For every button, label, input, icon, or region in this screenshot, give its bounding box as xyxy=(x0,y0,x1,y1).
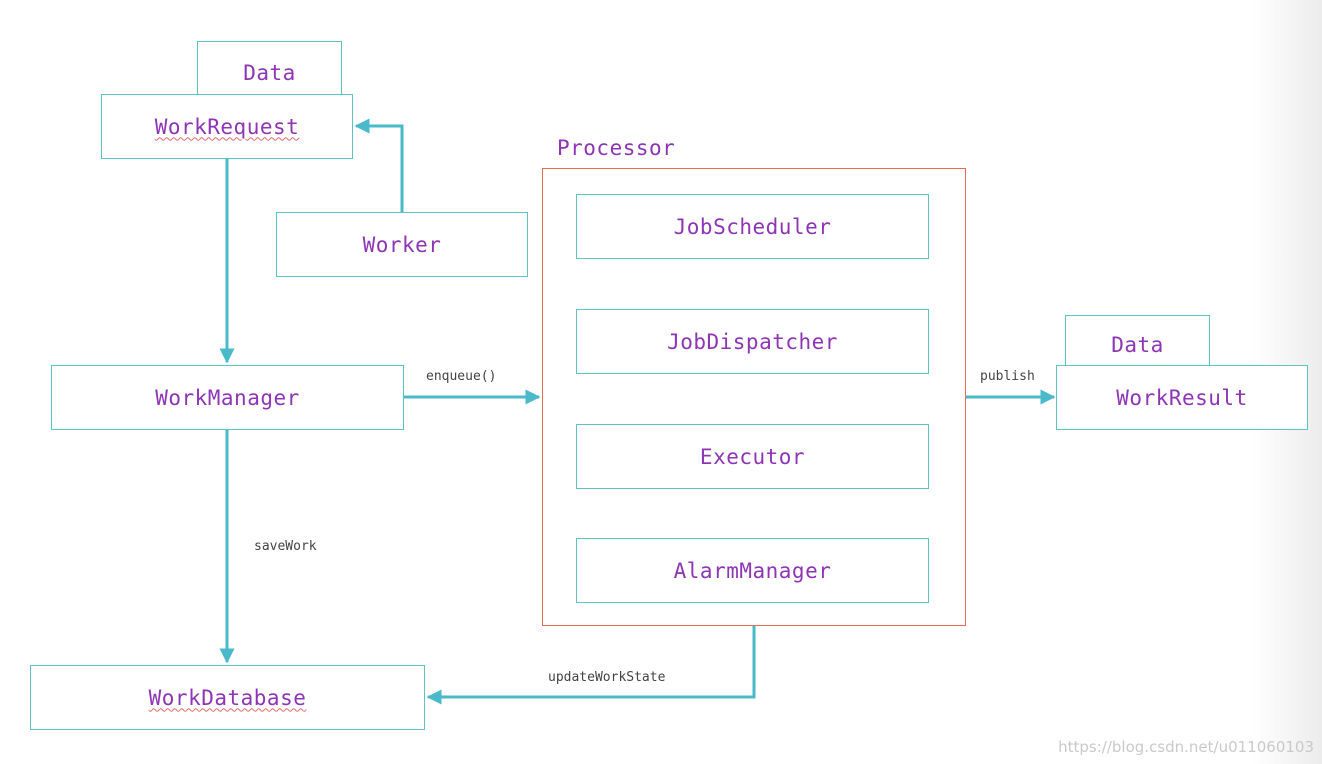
save-work-edge-label: saveWork xyxy=(254,539,317,554)
jobdispatcher-node: JobDispatcher xyxy=(576,309,929,374)
alarmmanager-node: AlarmManager xyxy=(576,538,929,603)
jobscheduler-node: JobScheduler xyxy=(576,194,929,259)
workrequest-data-label: Data xyxy=(243,60,296,85)
worker-node: Worker xyxy=(276,212,528,277)
jobscheduler-label: JobScheduler xyxy=(673,214,832,239)
executor-node: Executor xyxy=(576,424,929,489)
alarmmanager-label: AlarmManager xyxy=(673,558,832,583)
update-work-state-arrow xyxy=(426,626,756,705)
workrequest-label: WorkRequest xyxy=(154,114,300,139)
workdatabase-label: WorkDatabase xyxy=(148,685,307,710)
processor-group xyxy=(542,168,966,626)
watermark: https://blog.csdn.net/u011060103 xyxy=(1058,738,1314,756)
worker-label: Worker xyxy=(362,232,442,257)
enqueue-edge-label: enqueue() xyxy=(426,369,497,384)
workresult-data-label: Data xyxy=(1111,333,1164,357)
workmanager-label: WorkManager xyxy=(155,385,300,410)
executor-label: Executor xyxy=(699,444,806,469)
workresult-data-tab: Data xyxy=(1065,315,1210,367)
publish-edge-label: publish xyxy=(980,369,1035,384)
workresult-label: WorkResult xyxy=(1116,385,1248,410)
workrequest-data-tab: Data xyxy=(197,41,342,96)
worker-to-workrequest-arrow xyxy=(354,118,404,212)
workrequest-node: WorkRequest xyxy=(101,94,353,159)
processor-title: Processor xyxy=(557,136,676,160)
workmanager-node: WorkManager xyxy=(51,365,404,430)
jobdispatcher-label: JobDispatcher xyxy=(667,329,838,354)
update-work-state-edge-label: updateWorkState xyxy=(548,670,666,685)
workresult-node: WorkResult xyxy=(1056,365,1308,430)
workdatabase-node: WorkDatabase xyxy=(30,665,425,730)
